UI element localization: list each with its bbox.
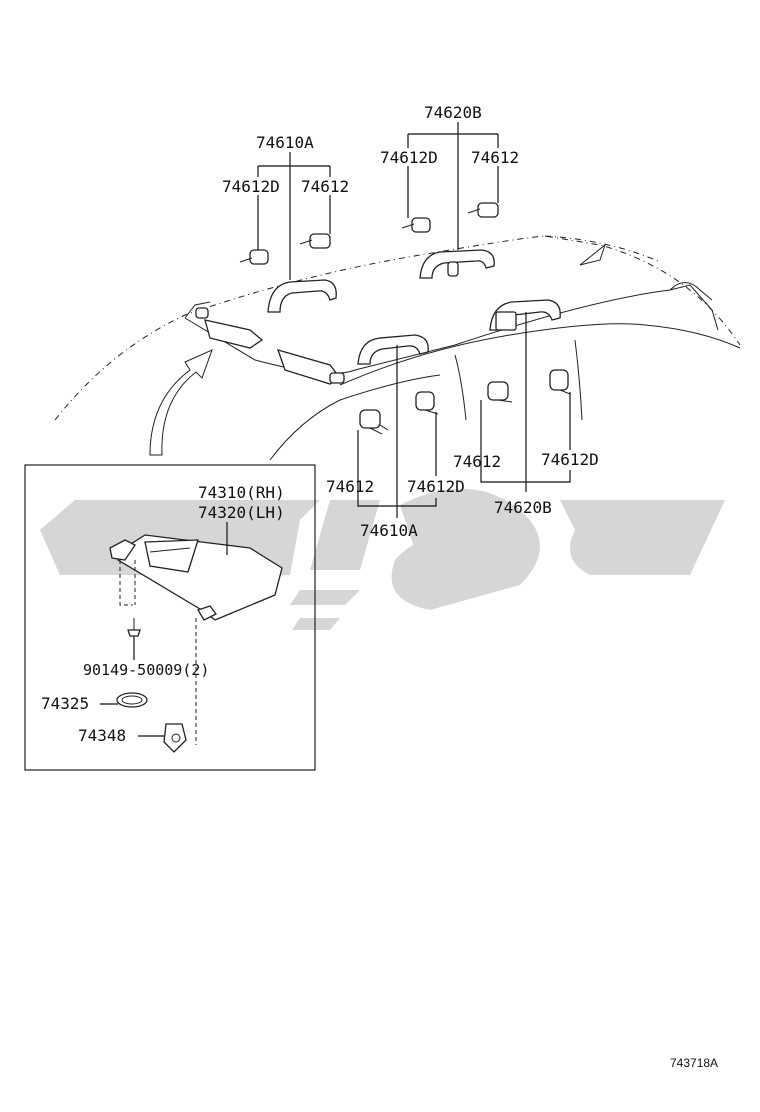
label-cap-lower-left: 74612 — [326, 477, 374, 496]
cap-top-left-d-icon — [239, 249, 269, 265]
cap-lower-left-icon — [359, 409, 389, 435]
label-cap-lower-right-d: 74612D — [541, 450, 599, 469]
visor-mount-left — [195, 307, 345, 385]
label-cap-lower-left-d: 74612D — [407, 477, 465, 496]
assist-grip-top-left — [267, 279, 337, 313]
label-cap-top-left: 74612 — [301, 177, 349, 196]
cap-top-right-d-icon — [401, 217, 431, 233]
assist-grip-top-right — [419, 249, 495, 279]
label-grip-top-left: 74610A — [256, 133, 314, 152]
label-grip-top-right: 74620B — [424, 103, 482, 122]
assist-grip-lower-left — [357, 334, 429, 365]
leader-lines-lower-left — [357, 345, 437, 518]
label-grip-lower-left: 74610A — [360, 521, 418, 540]
arrow-front-icon — [149, 349, 213, 456]
cap-lower-right-d-icon — [549, 369, 571, 395]
screw-icon — [127, 618, 141, 660]
label-grip-lower-right: 74620B — [494, 498, 552, 517]
arrow-rear-icon — [579, 243, 607, 266]
leader-lines-top-left — [257, 152, 331, 280]
sun-visor-inset — [24, 464, 316, 771]
pad-icon — [100, 692, 148, 708]
figure-id: 743718A — [670, 1056, 718, 1070]
label-visor-rh: 74310(RH) — [198, 483, 285, 502]
label-cap-lower-right: 74612 — [453, 452, 501, 471]
label-visor-lh: 74320(LH) — [198, 503, 285, 522]
cap-lower-left-d-icon — [415, 391, 439, 415]
cap-top-left-icon — [299, 233, 331, 249]
label-cap-top-left-d: 74612D — [222, 177, 280, 196]
leader-lines-top-right — [407, 122, 499, 250]
label-screw: 90149-50009(2) — [83, 661, 209, 679]
cap-lower-right-icon — [487, 381, 513, 403]
assist-grip-lower-right — [489, 299, 561, 331]
cap-top-right-icon — [467, 202, 499, 218]
label-cap-top-right-d: 74612D — [380, 148, 438, 167]
holder-icon — [138, 723, 187, 753]
label-cap-top-right: 74612 — [471, 148, 519, 167]
label-pad: 74325 — [41, 694, 89, 713]
watermark-logo — [40, 488, 725, 630]
leader-lines-lower-right — [480, 312, 571, 492]
label-holder: 74348 — [78, 726, 126, 745]
